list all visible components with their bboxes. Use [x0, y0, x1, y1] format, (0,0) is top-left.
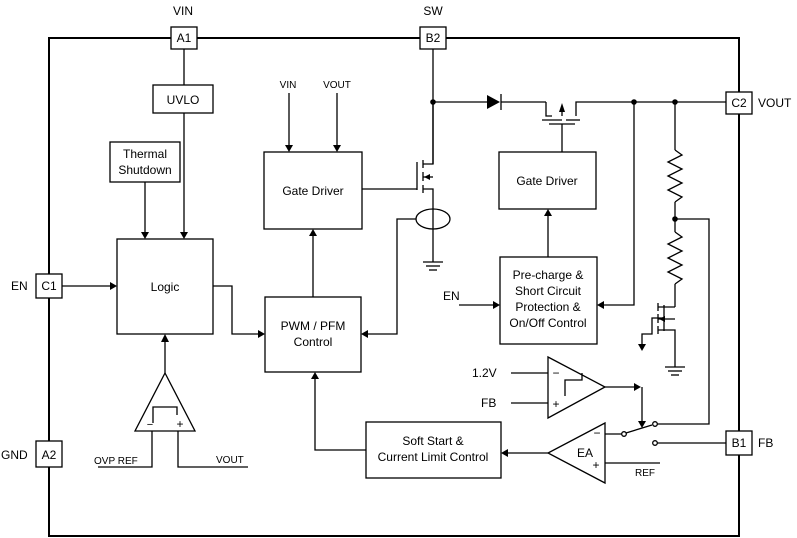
- ea-label: EA: [577, 446, 593, 460]
- gd-vin-label: VIN: [280, 80, 297, 91]
- low-side-nmos: [416, 101, 434, 209]
- pin-a2-id: A2: [42, 448, 57, 462]
- pin-gnd-label: GND: [1, 448, 28, 462]
- precharge-label-3: Protection &: [515, 300, 580, 314]
- logic-label: Logic: [151, 280, 180, 294]
- gd-vout-label: VOUT: [323, 80, 351, 91]
- pin-b2-sw: SW B2: [419, 4, 447, 50]
- pin-c2-id: C2: [731, 96, 747, 110]
- uvp-minus: −: [552, 366, 559, 380]
- precharge-label-4: On/Off Control: [509, 316, 586, 330]
- ground-symbol-left: [423, 261, 443, 271]
- en-signal-label: EN: [443, 289, 460, 303]
- gate-driver-right-label: Gate Driver: [516, 174, 577, 188]
- soft-start-block: [365, 421, 502, 479]
- ref-label: REF: [635, 468, 655, 479]
- pin-c1-en: EN C1: [11, 273, 63, 299]
- resistor-bottom: [666, 231, 684, 285]
- v12-label: 1.2V: [472, 366, 497, 380]
- pwm-label-1: PWM / PFM: [281, 319, 346, 333]
- ground-symbol-right: [665, 366, 685, 376]
- thermal-label-2: Shutdown: [118, 163, 171, 177]
- uvlo-label: UVLO: [167, 93, 200, 107]
- ea-plus: +: [592, 458, 599, 472]
- pin-b2-id: B2: [426, 31, 441, 45]
- pin-sw-label: SW: [423, 4, 443, 18]
- pin-a2-gnd: GND A2: [1, 440, 63, 468]
- switch-contact-bottom: [652, 440, 658, 446]
- ovp-ref-label: OVP REF: [94, 456, 138, 467]
- precharge-label-1: Pre-charge &: [513, 268, 584, 282]
- softstart-label-2: Current Limit Control: [378, 450, 489, 464]
- switch-blade: [625, 424, 653, 434]
- divider-nmos: [657, 303, 676, 367]
- ovp-comparator: [133, 371, 197, 432]
- pin-b1-fb: B1 FB: [725, 430, 773, 456]
- ovp-plus: +: [176, 417, 183, 431]
- pin-c1-id: C1: [41, 279, 57, 293]
- precharge-label-2: Short Circuit: [515, 284, 582, 298]
- gate-driver-right-block: [498, 151, 597, 210]
- switch-pivot: [621, 431, 627, 437]
- logic-block: [116, 238, 214, 335]
- pin-a1-id: A1: [177, 31, 192, 45]
- uvp-plus: +: [552, 397, 559, 411]
- error-amplifier: [546, 421, 606, 485]
- ea-minus: −: [593, 426, 600, 440]
- thermal-shutdown-block: [109, 141, 181, 183]
- pin-fb-label: FB: [758, 436, 773, 450]
- pin-c2-vout: C2 VOUT: [725, 91, 792, 115]
- ovp-minus: −: [147, 419, 153, 431]
- precharge-block: [499, 256, 598, 345]
- pin-vout-label: VOUT: [758, 96, 792, 110]
- pin-b1-id: B1: [732, 436, 747, 450]
- fb-signal-label: FB: [481, 396, 496, 410]
- uvlo-block: [152, 84, 214, 114]
- softstart-label-1: Soft Start &: [402, 434, 463, 448]
- pwm-pfm-block: [264, 296, 362, 373]
- switch-contact-top: [652, 421, 658, 427]
- resistor-top: [666, 149, 684, 203]
- gate-driver-left-label: Gate Driver: [282, 184, 343, 198]
- pin-vin-label: VIN: [173, 4, 193, 18]
- pin-a1-vin: VIN A1: [170, 4, 198, 50]
- rectifier-diode: [487, 94, 502, 110]
- uvp-comparator: [547, 355, 607, 420]
- ovp-vout-label: VOUT: [216, 455, 244, 466]
- output-pmos: [542, 101, 582, 152]
- pin-en-label: EN: [11, 279, 28, 293]
- thermal-label-1: Thermal: [123, 147, 167, 161]
- gate-driver-left-block: [263, 151, 363, 230]
- pwm-label-2: Control: [294, 335, 333, 349]
